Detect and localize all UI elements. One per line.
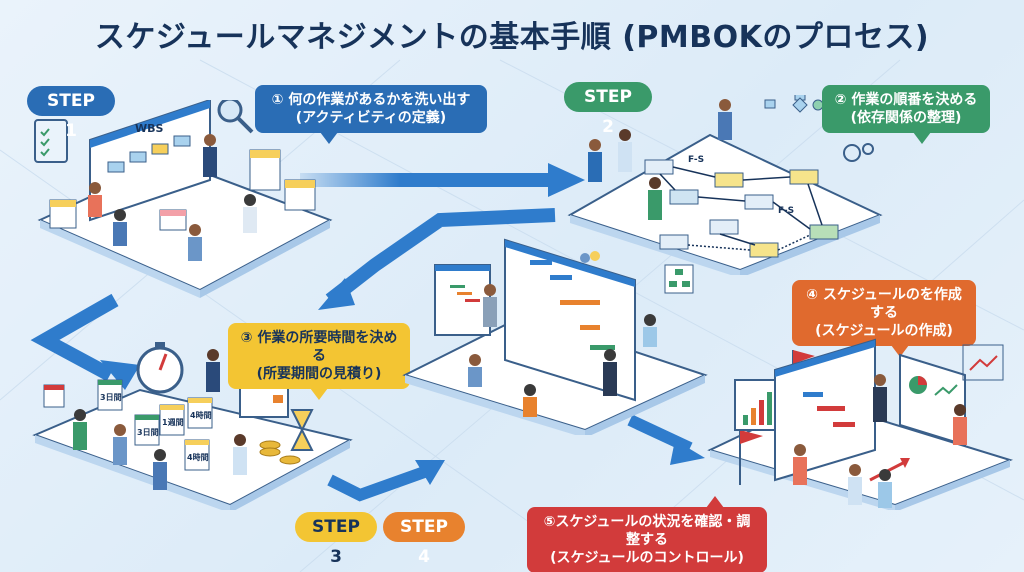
step3-callout: ③ 作業の所要時間を決める (所要期間の見積り) [228,323,410,400]
people [468,284,657,417]
step4-pill: STEP 4 [383,512,465,567]
step4-callout: ④ スケジュールのを作成する (スケジュールの作成) [792,280,976,357]
step4-callout-title: ④ スケジュールのを作成する [806,287,962,321]
step4-callout-subtitle: (スケジュールの作成) [815,323,953,339]
gantt-chart-icon [504,238,636,402]
people [793,374,967,508]
arrow-step3-to-step4 [327,460,445,502]
dependency-network: F-S F-S [644,155,839,258]
arrow-step1-to-step2 [300,163,585,197]
stopwatch-icon [136,342,184,394]
step5-callout-subtitle: (スケジュールのコントロール) [550,550,744,566]
wbs-label: WBS [135,122,164,135]
step1-callout-subtitle: (アクティビティの定義) [295,110,447,126]
card-2: 3日間 [137,428,159,437]
document-stack-icon [49,149,316,231]
step2-scene: F-S F-S [567,95,883,275]
gears-icon [843,143,874,162]
arrow-step4-to-step5 [627,414,705,465]
flowchart-icon [764,95,824,113]
pie-chart-icon [899,353,966,447]
fs-label-2: F-S [778,206,794,216]
step3-pill: STEP 3 [295,512,377,567]
step5-scene [707,338,1014,510]
step3-callout-title: ③ 作業の所要時間を決める [240,330,398,364]
step2-pill: STEP 2 [564,82,652,137]
small-gantt-board [434,264,491,336]
duration-cards: 3日間 3日間 1週間 4時間 4時間 [97,379,213,471]
page-title: スケジュールマネジメントの基本手順 (PMBOKのプロセス) [94,20,930,55]
step1-callout-title: ① 何の作業があるかを洗い出す [271,92,471,108]
card-4: 4時間 [190,410,212,420]
hourglass-icon [290,409,314,451]
people [73,349,247,490]
step3-callout-subtitle: (所要期間の見積り) [256,366,382,382]
org-chart-icon [664,264,694,294]
team-icon [580,251,600,263]
gantt-workspace-scene [402,238,708,435]
coins-icon [259,440,301,465]
fs-label-1: F-S [688,155,704,165]
step3-scene: 3日間 3日間 1週間 4時間 4時間 [32,342,353,510]
step1-scene: WBS [34,100,333,298]
bar-chart-icon [734,379,778,431]
step2-callout-subtitle: (依存関係の整理) [850,110,962,126]
clipboard-checklist-icon [34,119,68,163]
card-1: 3日間 [100,393,122,402]
card-5: 4時間 [187,452,209,462]
step2-callout-title: ② 作業の順番を決める [834,92,978,108]
step1-pill: STEP 1 [27,86,115,141]
step5-callout: ⑤スケジュールの状況を確認・調整する (スケジュールのコントロール) [527,496,767,572]
people [88,134,257,261]
card-3: 1週間 [162,418,184,427]
people [588,99,732,220]
small-calendar-icon [43,384,65,408]
wbs-board: WBS [89,100,211,222]
arrow-step2-to-step3 [30,208,556,390]
step1-callout: ① 何の作業があるかを洗い出す (アクティビティの定義) [255,85,487,144]
step5-callout-title: ⑤スケジュールの状況を確認・調整する [543,514,751,548]
magnifier-icon [217,100,254,134]
step2-callout: ② 作業の順番を決める (依存関係の整理) [822,85,990,144]
